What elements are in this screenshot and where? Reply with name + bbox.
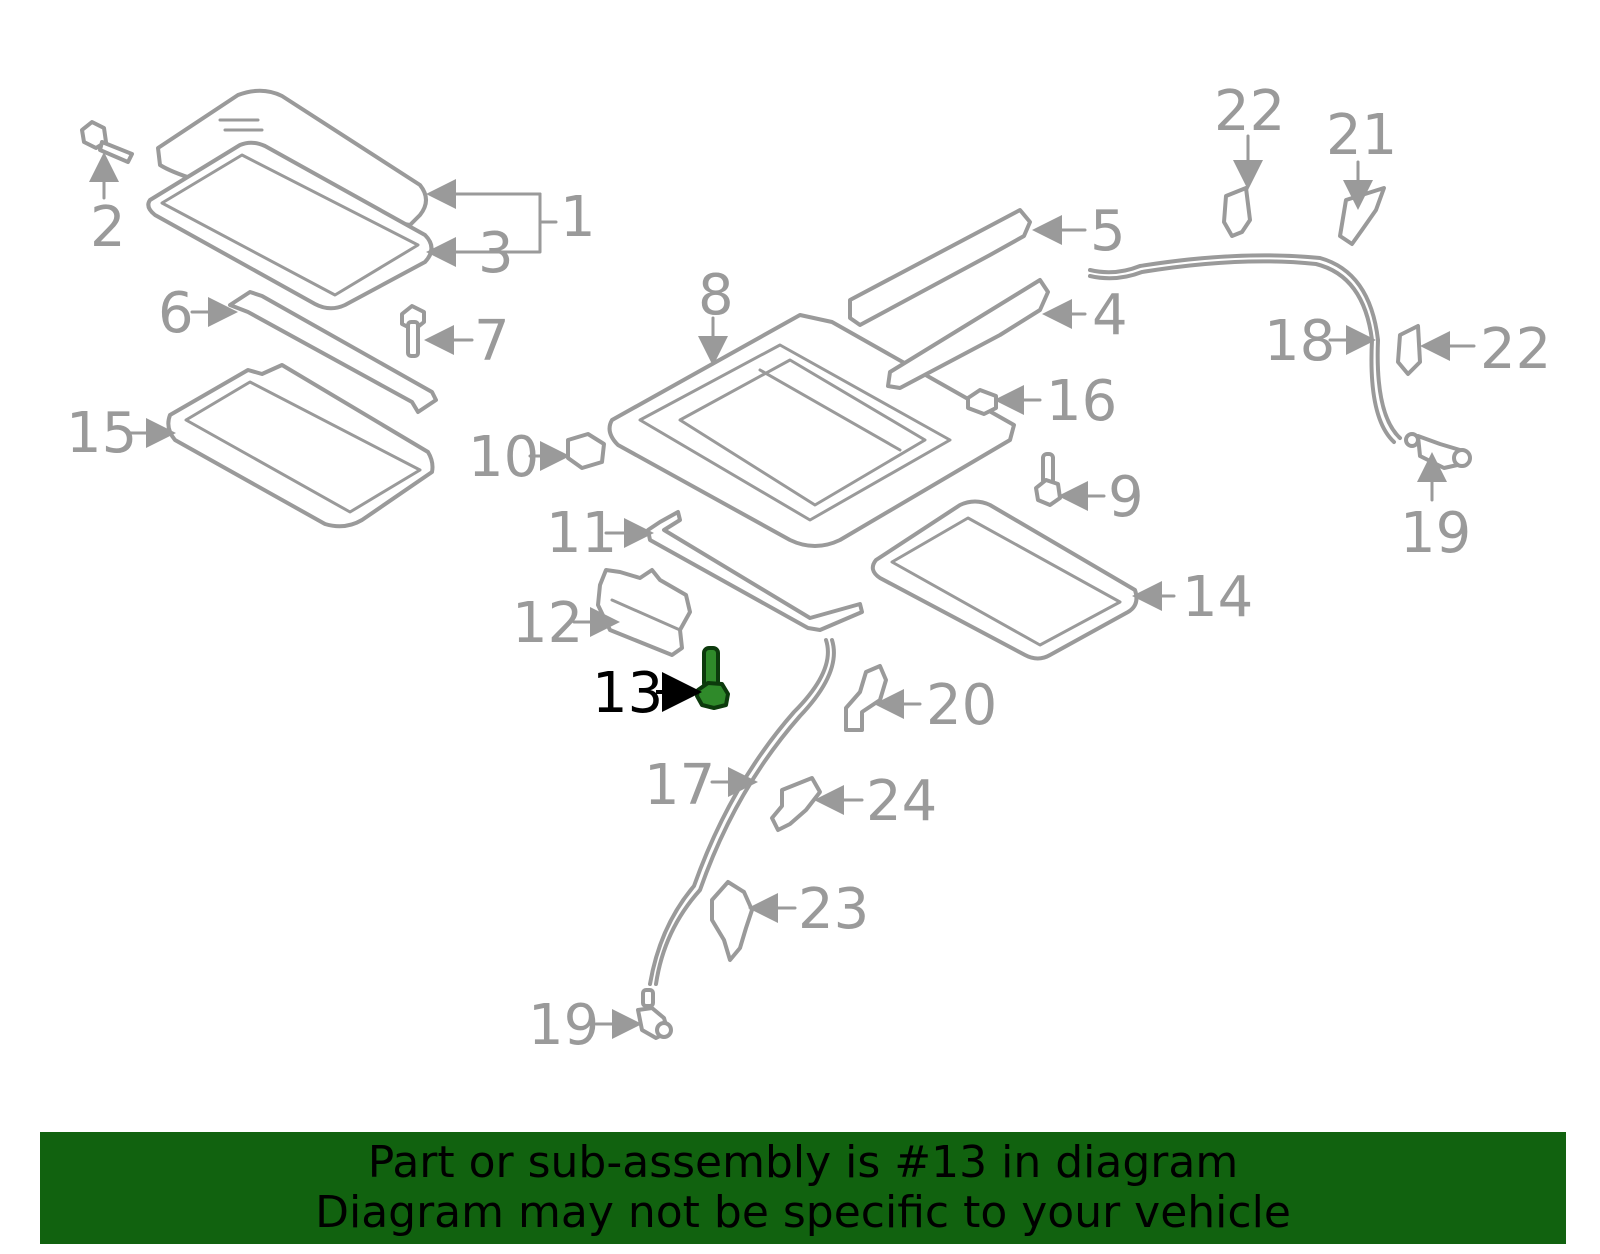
callout-11: 11 (546, 501, 617, 566)
callout-18: 18 (1264, 309, 1335, 374)
callout-12: 12 (512, 591, 583, 656)
leader-lines (89, 134, 1476, 1039)
part-13-bolt-highlighted[interactable] (695, 646, 730, 710)
callout-17: 17 (644, 753, 715, 818)
part-23-bracket[interactable] (710, 880, 754, 962)
callout-19-upper: 19 (1400, 501, 1471, 566)
callout-2: 2 (90, 195, 126, 260)
part-2-bolt[interactable] (80, 120, 134, 164)
callout-15: 15 (66, 401, 137, 466)
callout-labels: 1 2 3 4 5 6 7 8 9 10 11 12 13 14 15 16 1… (66, 79, 1551, 1058)
callout-7: 7 (474, 309, 510, 374)
part-14-seal[interactable] (870, 499, 1139, 661)
callout-3: 3 (478, 221, 514, 286)
callout-20: 20 (926, 673, 997, 738)
part-22-clip-top[interactable] (1222, 186, 1252, 238)
part-9-bolt[interactable] (1034, 452, 1062, 507)
part-19-end-fitting-lower[interactable] (636, 988, 673, 1040)
part-3-seal[interactable] (146, 140, 434, 311)
callout-24: 24 (866, 769, 937, 834)
callout-4: 4 (1092, 283, 1128, 348)
part-19-end-fitting-upper[interactable] (1404, 432, 1472, 470)
part-24-bracket[interactable] (770, 776, 822, 832)
part-21-clip[interactable] (1338, 186, 1386, 246)
banner-line-1: Part or sub-assembly is #13 in diagram (367, 1137, 1239, 1188)
callout-19-lower: 19 (528, 993, 599, 1058)
info-banner: Part or sub-assembly is #13 in diagram D… (40, 1132, 1566, 1244)
part-10-clip[interactable] (566, 432, 606, 470)
callout-9: 9 (1108, 465, 1144, 530)
part-4-rail[interactable] (886, 278, 1050, 390)
callout-21: 21 (1326, 103, 1397, 168)
callout-14: 14 (1182, 565, 1253, 630)
callout-5: 5 (1090, 199, 1126, 264)
part-22-clip-right[interactable] (1396, 324, 1422, 376)
callout-22-right: 22 (1480, 317, 1551, 382)
part-18-cable[interactable] (1088, 253, 1402, 444)
callout-16: 16 (1046, 369, 1117, 434)
part-7-bolt[interactable] (400, 304, 426, 358)
part-6-strip[interactable] (228, 290, 438, 414)
banner-line-2: Diagram may not be specific to your vehi… (315, 1187, 1291, 1238)
callout-22-top: 22 (1214, 79, 1285, 144)
part-12-motor[interactable] (596, 568, 692, 657)
callout-10: 10 (468, 425, 539, 490)
callout-23: 23 (798, 877, 869, 942)
part-17-cable[interactable] (648, 638, 836, 986)
part-5-rail[interactable] (848, 208, 1032, 327)
callout-1: 1 (560, 185, 596, 250)
part-16-clip[interactable] (966, 388, 998, 416)
callout-8: 8 (698, 263, 734, 328)
part-11-strip[interactable] (646, 510, 864, 632)
part-20-bracket[interactable] (844, 664, 888, 732)
callout-6: 6 (158, 281, 194, 346)
callout-13-highlighted: 13 (592, 661, 663, 726)
